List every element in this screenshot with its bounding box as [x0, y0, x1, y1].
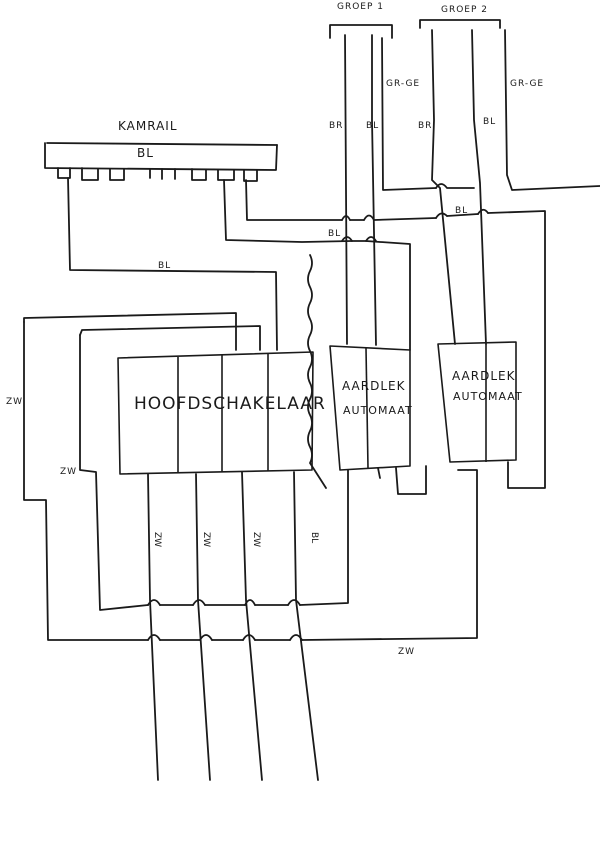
bus-bl-label-1: BL: [328, 229, 342, 239]
aardlek1-label-line2: AUTOMAAT: [343, 404, 413, 417]
kamrail-label: KAMRAIL: [118, 119, 178, 133]
groep2-cable: [419, 19, 600, 345]
bl-loop-wire: [67, 177, 278, 351]
main-switch-feeds: [23, 312, 261, 351]
groep2-label: GROEP 2: [441, 5, 489, 15]
zw-loops: [23, 321, 478, 641]
aardlek1-label-line1: AARDLEK: [342, 379, 406, 393]
outgoing-label-4: BL: [309, 532, 319, 544]
zw-bottom-label: ZW: [398, 647, 416, 657]
aardlek-automaat-2-box: [437, 341, 517, 463]
aardlek-automaat-1-box: [329, 345, 427, 495]
rail-bl-label: BL: [137, 146, 154, 160]
wavy-wire: [307, 254, 327, 489]
zw-left-label: ZW: [6, 397, 24, 407]
g1-grge-label: GR-GE: [386, 79, 421, 89]
aardlek2-label-line1: AARDLEK: [452, 369, 516, 383]
bl-loop-label: BL: [158, 261, 172, 271]
kamrail: [44, 142, 278, 182]
rail-bus-wires: [223, 179, 546, 489]
outgoing-cables: [147, 471, 319, 781]
hoofdschakelaar-box: [117, 351, 314, 475]
g1-bl-label: BL: [366, 121, 380, 131]
g2-grge-label: GR-GE: [510, 79, 545, 89]
outgoing-label-3: ZW: [251, 532, 261, 548]
hoofdschakelaar-label: HOOFDSCHAKELAAR: [134, 394, 326, 414]
g2-br-label: BR: [418, 121, 433, 131]
bus-bl-label-2: BL: [455, 206, 469, 216]
zw-inner-label: ZW: [60, 467, 78, 477]
g1-br-label: BR: [329, 121, 344, 131]
outgoing-label-1: ZW: [152, 532, 162, 548]
groep1-label: GROEP 1: [337, 2, 385, 12]
outgoing-label-2: ZW: [201, 532, 211, 548]
aardlek2-label-line2: AUTOMAAT: [453, 390, 523, 403]
g2-bl-label: BL: [483, 117, 497, 127]
groep1-cable: [329, 24, 437, 346]
